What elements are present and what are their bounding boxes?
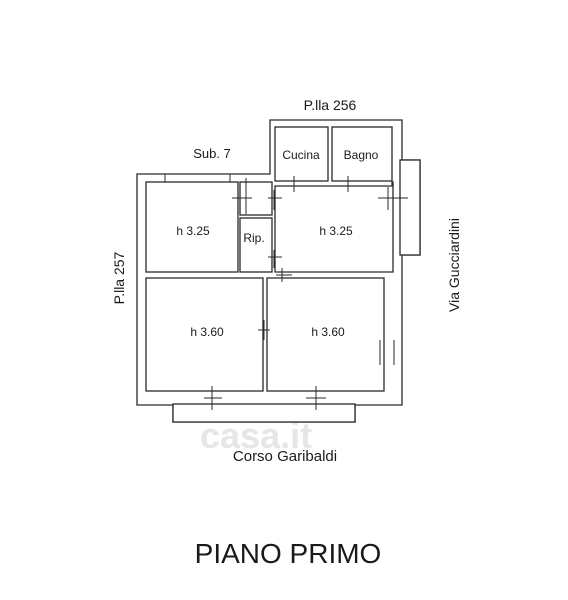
label-bathroom: Bagno: [344, 148, 379, 162]
label-parcel-top: P.lla 256: [304, 97, 357, 113]
bottom-balcony: [172, 403, 356, 423]
room-bathroom: [331, 126, 393, 182]
label-parcel-left: P.lla 257: [111, 251, 127, 304]
right-balcony: [399, 159, 421, 256]
door-ticks: [164, 174, 408, 410]
room-bottom-left: [145, 277, 264, 392]
label-room-bottom-left: h 3.60: [190, 325, 224, 339]
label-storage: Rip.: [243, 231, 264, 245]
label-kitchen: Cucina: [282, 148, 320, 162]
room-storage: [239, 217, 273, 273]
label-sub: Sub. 7: [193, 146, 231, 161]
room-top-right: [274, 181, 394, 273]
label-room-top-left: h 3.25: [176, 224, 210, 238]
plan-title: PIANO PRIMO: [195, 538, 382, 569]
label-room-top-right: h 3.25: [319, 224, 353, 238]
room-top-left: [145, 181, 239, 273]
label-street-right: Via Gucciardini: [446, 218, 462, 312]
room-bottom-right: [266, 277, 385, 392]
label-room-bottom-right: h 3.60: [311, 325, 345, 339]
label-street-bottom: Corso Garibaldi: [233, 448, 337, 465]
room-kitchen: [274, 126, 329, 182]
